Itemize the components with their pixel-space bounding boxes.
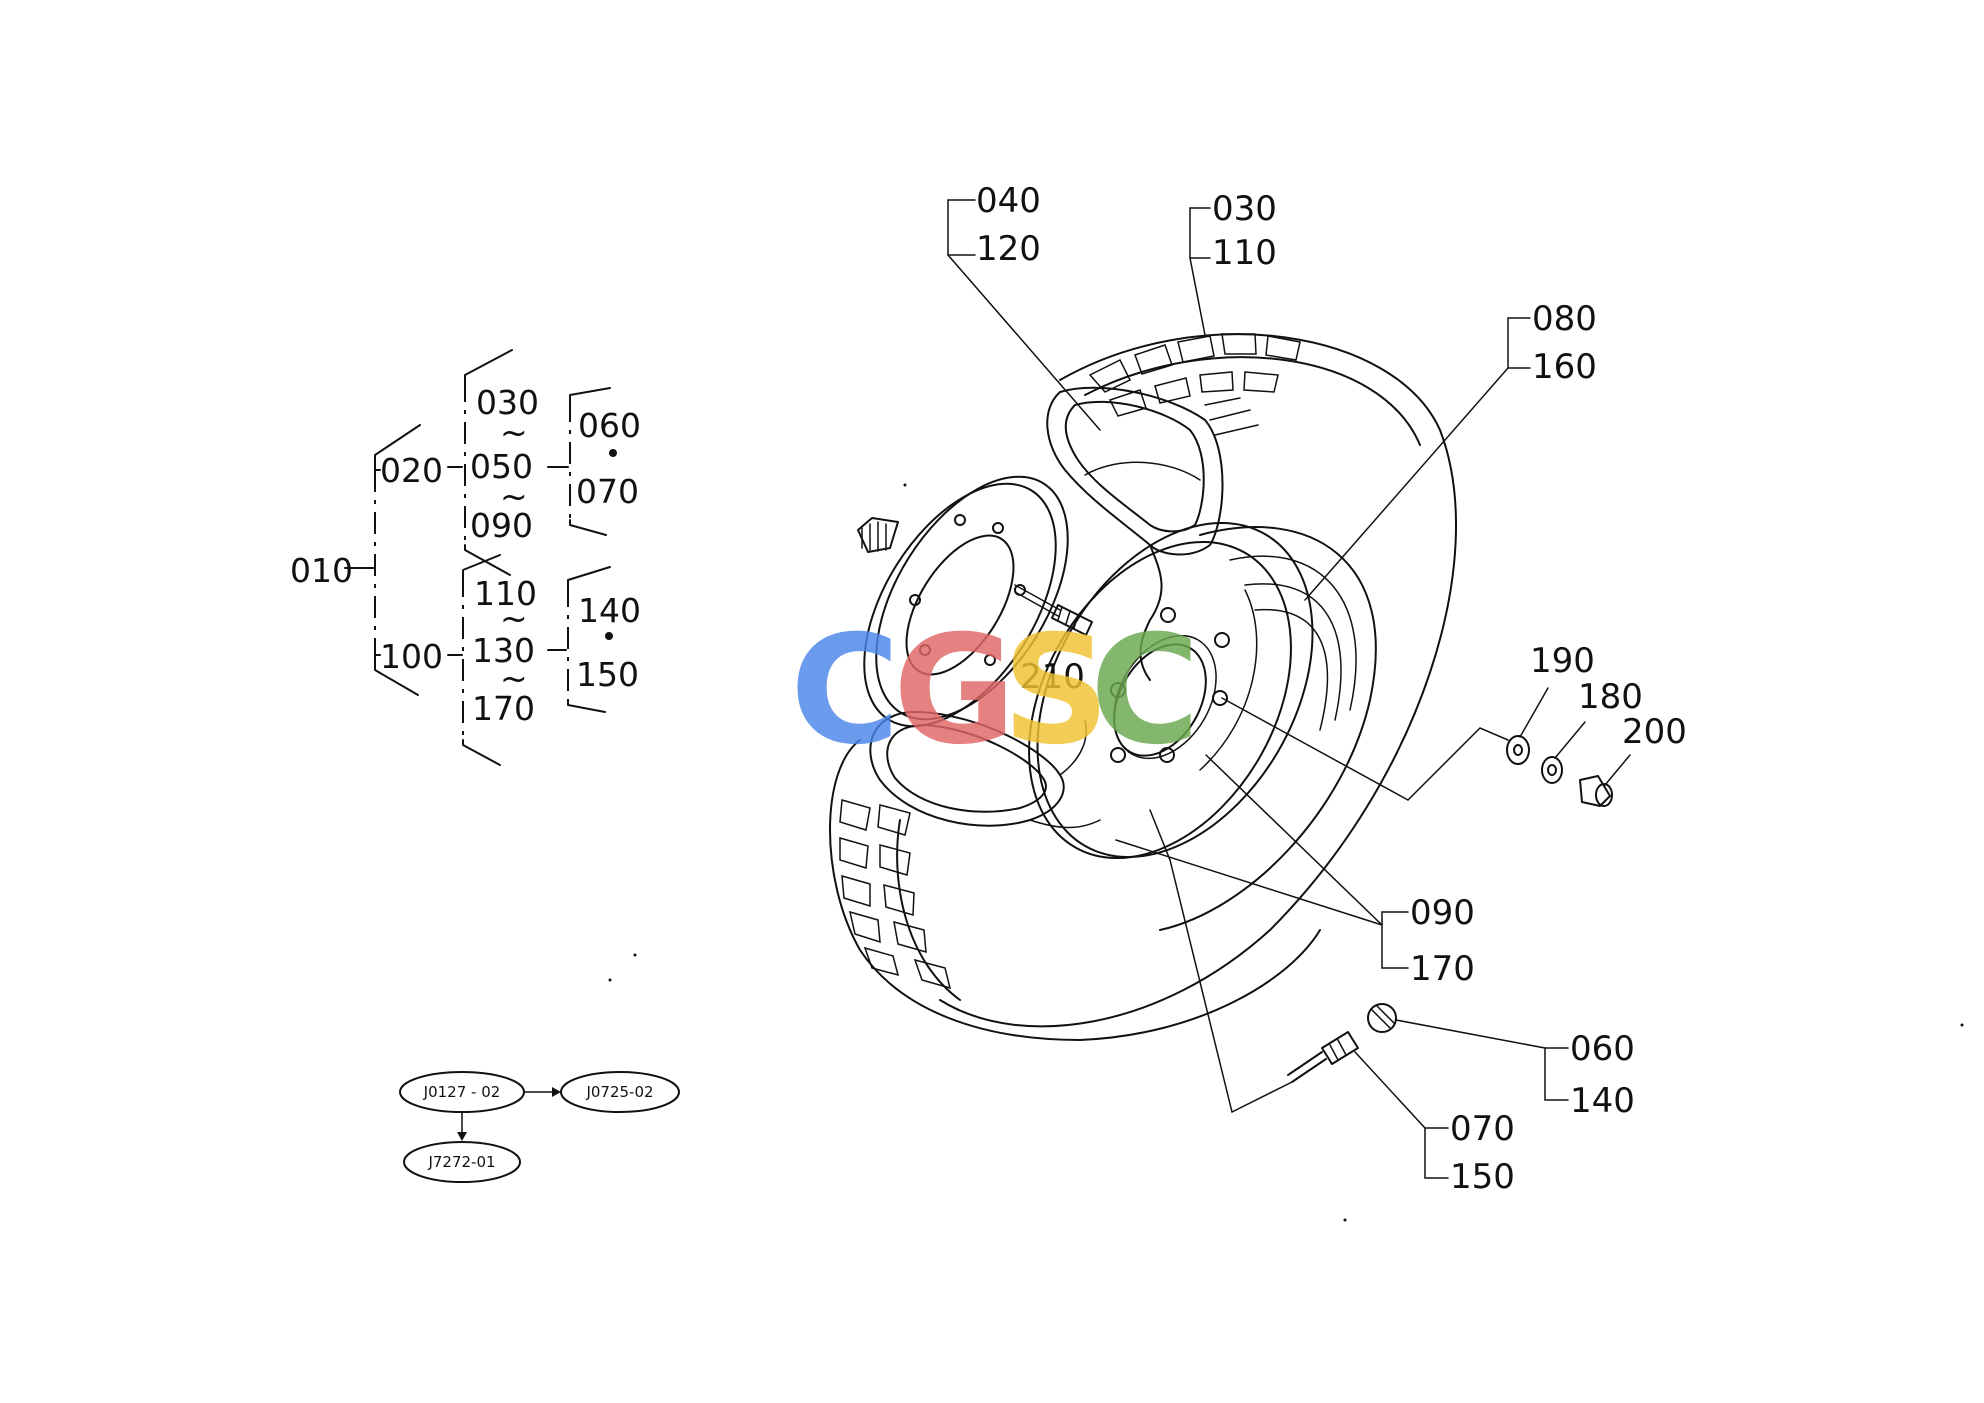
tire-cutaway-bottom xyxy=(829,710,1321,1041)
watermark-letter-c2: C xyxy=(1090,604,1200,778)
callout-110: 110 xyxy=(1212,233,1277,273)
callout-160: 160 xyxy=(1532,347,1597,387)
leader-lines xyxy=(947,199,1631,1179)
tree-branch-a-label: 020 xyxy=(380,451,443,490)
join-dot-a xyxy=(609,449,617,457)
watermark-letter-c1: C xyxy=(790,604,900,778)
nut-washer-set xyxy=(1506,735,1613,807)
callout-030: 030 xyxy=(1212,189,1277,229)
tree-group-b-bottom: 170 xyxy=(472,689,535,728)
ref-bubble-alt[interactable] xyxy=(403,1141,521,1183)
ref-label-main: J0127 - 02 xyxy=(423,1083,501,1101)
reference-flow: J0127 - 02 J0725-02 J7272-01 xyxy=(399,1071,680,1183)
tree-group-b-range-2: ~ xyxy=(500,659,528,698)
parts-hierarchy-tree: 010 020 100 030 ~ 050 ~ 090 060 070 110 … xyxy=(290,349,641,766)
tree-group-b-sub-top: 140 xyxy=(578,591,641,630)
watermark-letter-s: S xyxy=(1002,604,1110,778)
callout-210: 210 xyxy=(1020,657,1085,697)
tree-group-a-top: 030 xyxy=(476,383,539,422)
tree-root-label: 010 xyxy=(290,551,353,590)
callout-labels: 040 120 030 110 080 160 210 190 180 200 … xyxy=(976,181,1687,1197)
tree-group-a-range-2: ~ xyxy=(500,477,528,516)
tree-group-a-range-1: ~ xyxy=(500,413,528,452)
tree-group-a-bottom: 090 xyxy=(470,506,533,545)
callout-070: 070 xyxy=(1450,1109,1515,1149)
tree-group-b-sub-bottom: 150 xyxy=(576,655,639,694)
join-dot-b xyxy=(605,632,613,640)
tree-group-b-top: 110 xyxy=(474,574,537,613)
callout-150: 150 xyxy=(1450,1157,1515,1197)
callout-060: 060 xyxy=(1570,1029,1635,1069)
tire-outer xyxy=(939,333,1457,1028)
ref-label-alt: J7272-01 xyxy=(427,1153,495,1171)
callout-040: 040 xyxy=(976,181,1041,221)
callout-180: 180 xyxy=(1578,677,1643,717)
ref-label-next: J0725-02 xyxy=(585,1083,653,1101)
stud-bolt xyxy=(1014,584,1093,636)
cgsc-watermark-logo: C G S C xyxy=(790,604,1200,778)
tree-branch-b-label: 100 xyxy=(380,637,443,676)
tree-group-a-sub-bottom: 070 xyxy=(576,472,639,511)
tree-group-a-mid: 050 xyxy=(470,447,533,486)
watermark-letter-g: G xyxy=(893,604,1016,778)
callout-120: 120 xyxy=(976,229,1041,269)
wheel-disc xyxy=(1028,521,1314,860)
tree-group-a-sub-top: 060 xyxy=(578,406,641,445)
callout-190: 190 xyxy=(1530,641,1595,681)
valve-stem xyxy=(1287,1003,1397,1083)
callout-140: 140 xyxy=(1570,1081,1635,1121)
callout-090: 090 xyxy=(1410,893,1475,933)
wheel-exploded-view: 040 120 030 110 080 160 210 190 180 200 … xyxy=(829,181,1687,1197)
scan-specks xyxy=(608,483,1964,1222)
callout-170: 170 xyxy=(1410,949,1475,989)
tree-group-b-mid: 130 xyxy=(472,631,535,670)
callout-200: 200 xyxy=(1622,712,1687,752)
hub-flange xyxy=(857,475,1069,728)
callout-080: 080 xyxy=(1532,299,1597,339)
tree-group-b-range-1: ~ xyxy=(500,599,528,638)
